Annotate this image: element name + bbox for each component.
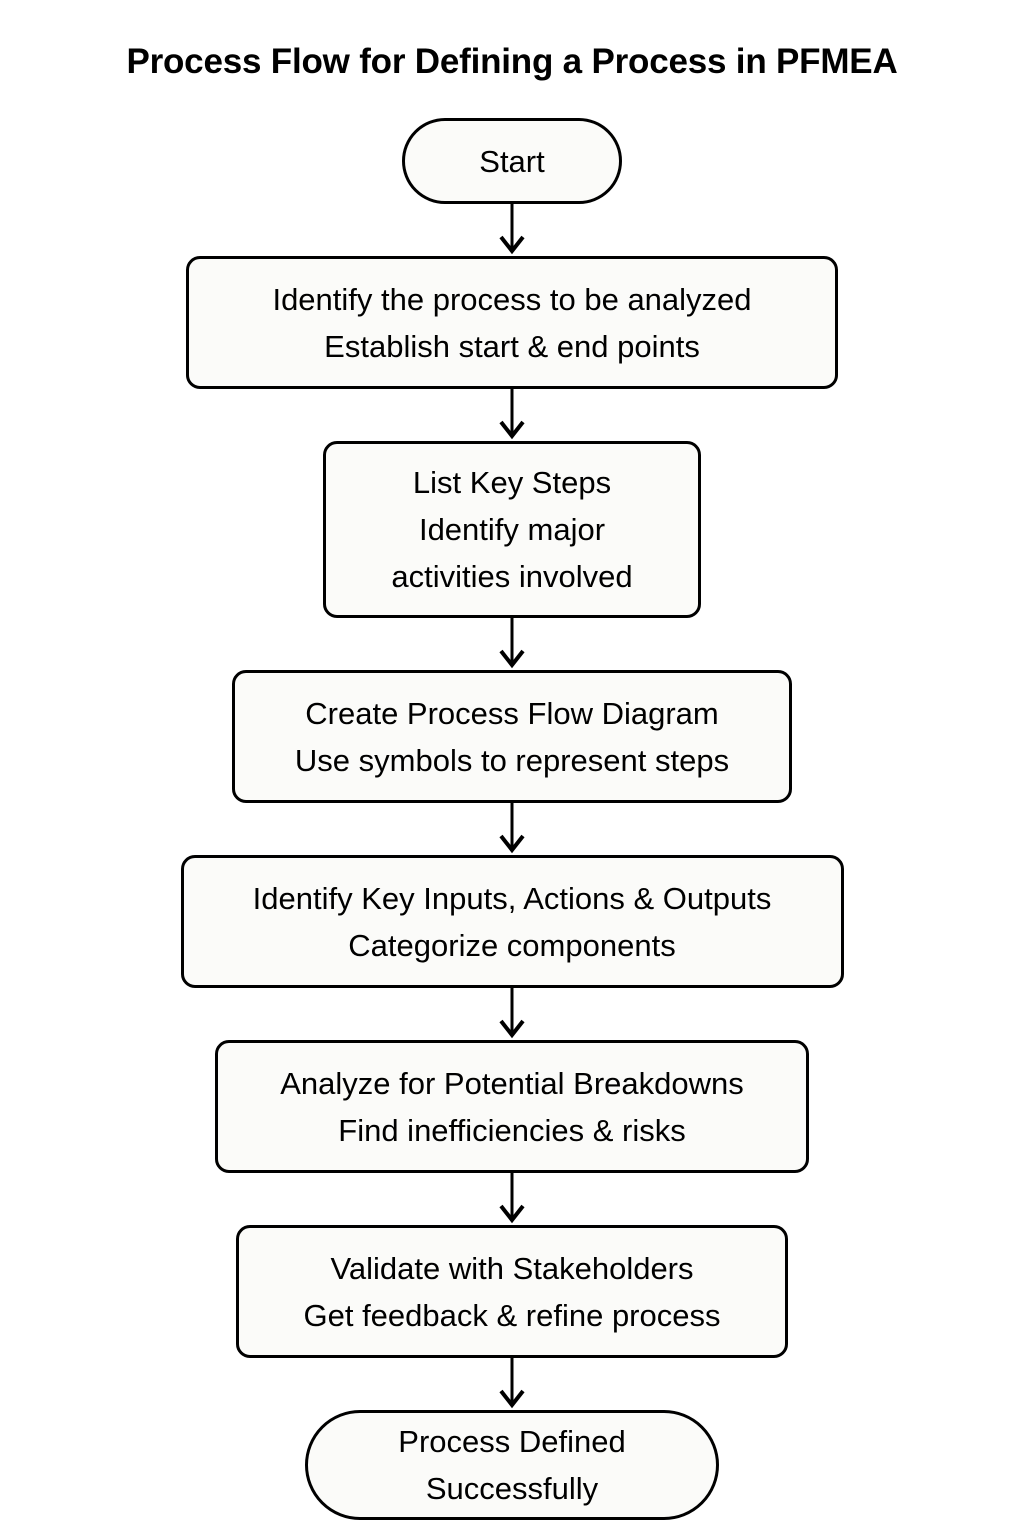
node-list-key-steps-line-2: Identify major: [418, 512, 606, 547]
node-start[interactable]: Start: [402, 118, 622, 204]
node-validate-with-stakeholders-line-1: Validate with Stakeholders: [330, 1250, 694, 1286]
arrow-start-to-step1: [0, 204, 1024, 256]
arrow-step3-to-step4: [0, 803, 1024, 855]
node-identify-process[interactable]: Identify the process to be analyzed Esta…: [186, 256, 838, 389]
arrow-step2-to-step3: [0, 618, 1024, 670]
node-list-key-steps-line-1: List Key Steps: [412, 465, 612, 500]
node-row-step6: Validate with Stakeholders Get feedback …: [0, 1225, 1024, 1358]
node-row-step4: Identify Key Inputs, Actions & Outputs C…: [0, 855, 1024, 988]
node-list-key-steps-line-3: activities involved: [391, 559, 633, 594]
arrow-step4-to-step5: [0, 988, 1024, 1040]
node-process-defined-successfully[interactable]: Process Defined Successfully: [305, 1410, 719, 1520]
node-analyze-potential-breakdowns[interactable]: Analyze for Potential Breakdowns Find in…: [215, 1040, 809, 1173]
flowchart-flow: Start Identify the process to be analyze…: [0, 118, 1024, 1520]
node-validate-with-stakeholders[interactable]: Validate with Stakeholders Get feedback …: [236, 1225, 788, 1358]
arrow-step6-to-end: [0, 1358, 1024, 1410]
node-row-step5: Analyze for Potential Breakdowns Find in…: [0, 1040, 1024, 1173]
node-row-end: Process Defined Successfully: [0, 1410, 1024, 1520]
node-identify-process-line-2: Establish start & end points: [324, 328, 700, 364]
node-row-step1: Identify the process to be analyzed Esta…: [0, 256, 1024, 389]
node-process-defined-successfully-line-2: Successfully: [425, 1471, 599, 1506]
node-identify-process-line-1: Identify the process to be analyzed: [272, 281, 752, 317]
node-validate-with-stakeholders-line-2: Get feedback & refine process: [303, 1297, 721, 1333]
node-identify-inputs-actions-outputs-line-2: Categorize components: [348, 927, 676, 963]
node-create-process-flow-diagram-line-2: Use symbols to represent steps: [294, 742, 730, 778]
node-identify-inputs-actions-outputs-line-1: Identify Key Inputs, Actions & Outputs: [252, 880, 772, 916]
page-title: Process Flow for Defining a Process in P…: [126, 42, 898, 81]
node-identify-inputs-actions-outputs[interactable]: Identify Key Inputs, Actions & Outputs C…: [180, 855, 844, 988]
node-analyze-potential-breakdowns-line-1: Analyze for Potential Breakdowns: [280, 1065, 744, 1101]
node-create-process-flow-diagram-line-1: Create Process Flow Diagram: [305, 695, 719, 731]
node-start-line-1: Start: [479, 143, 545, 179]
arrow-step1-to-step2: [0, 389, 1024, 441]
node-analyze-potential-breakdowns-line-2: Find inefficiencies & risks: [338, 1112, 686, 1148]
node-row-step3: Create Process Flow Diagram Use symbols …: [0, 670, 1024, 803]
node-create-process-flow-diagram[interactable]: Create Process Flow Diagram Use symbols …: [232, 670, 792, 803]
node-row-start: Start: [0, 118, 1024, 204]
node-row-step2: List Key Steps Identify major activities…: [0, 441, 1024, 618]
arrow-step5-to-step6: [0, 1173, 1024, 1225]
node-process-defined-successfully-line-1: Process Defined: [398, 1424, 626, 1459]
node-list-key-steps[interactable]: List Key Steps Identify major activities…: [323, 441, 701, 618]
